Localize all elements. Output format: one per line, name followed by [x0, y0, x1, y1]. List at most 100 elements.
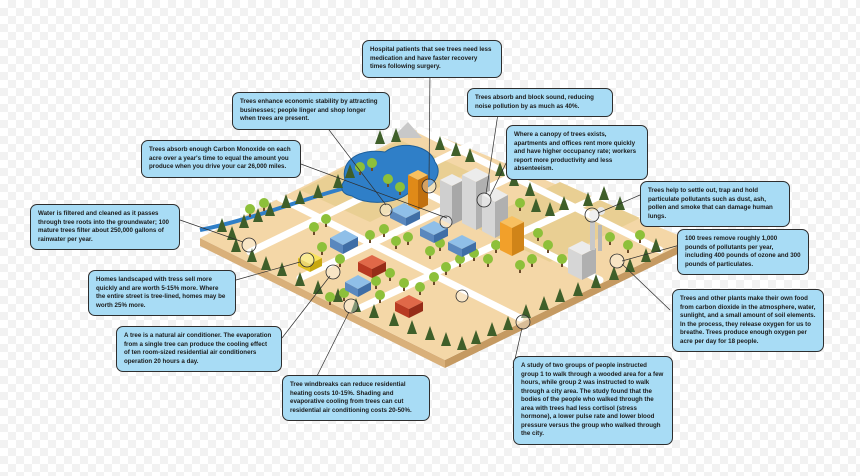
round-tree	[483, 254, 493, 264]
pine-tree	[531, 198, 541, 212]
pine-tree	[625, 258, 635, 272]
houses	[298, 203, 476, 318]
tower-gray	[482, 195, 495, 238]
house-blue	[448, 242, 462, 257]
pine-tree	[559, 196, 569, 210]
tree-trunk	[609, 240, 611, 245]
tree-trunk	[263, 206, 265, 211]
factory-chimney	[598, 225, 602, 251]
round-tree	[355, 162, 365, 172]
round-tree	[309, 222, 319, 232]
house-blue	[345, 282, 358, 297]
tree-trunk	[321, 250, 323, 255]
pine-tree	[573, 282, 583, 296]
round-tree	[379, 224, 389, 234]
river	[199, 186, 346, 232]
round-tree	[623, 240, 633, 250]
pine-tree	[375, 130, 385, 144]
round-tree	[415, 282, 425, 292]
pine-tree	[261, 256, 271, 270]
round-tree	[403, 232, 413, 242]
pine-tree	[495, 162, 505, 176]
round-tree	[367, 158, 377, 168]
pine-tree	[281, 194, 291, 208]
pine-tree	[333, 174, 343, 188]
tree-trunk	[379, 298, 381, 303]
house-blue	[330, 238, 343, 254]
round-tree	[557, 254, 567, 264]
pine-tree	[239, 214, 249, 228]
pine-tree	[651, 238, 661, 252]
pine-tree	[471, 330, 481, 344]
tree-trunk	[487, 262, 489, 267]
tree-trunk	[439, 246, 441, 251]
house-red	[372, 262, 386, 278]
callout-oxygen: Trees and other plants make their own fo…	[672, 289, 824, 353]
round-tree	[245, 204, 255, 214]
house-blue	[462, 242, 476, 257]
round-tree	[317, 242, 327, 252]
factory-chimney	[590, 220, 595, 250]
round-tree	[365, 230, 375, 240]
round-tree	[605, 232, 615, 242]
pine-tree	[231, 238, 241, 252]
pine-tree	[583, 192, 593, 206]
round-tree	[429, 272, 439, 282]
house-blue	[390, 210, 406, 226]
round-tree	[491, 240, 501, 250]
pine-tree	[591, 274, 601, 288]
round-tree	[395, 182, 405, 192]
pine-tree	[465, 148, 475, 162]
pine-tree	[391, 128, 401, 142]
pine-tree	[555, 288, 565, 302]
trees-group	[217, 128, 661, 350]
pine-tree	[247, 248, 257, 262]
tower-orange	[500, 222, 512, 256]
pine-tree	[351, 298, 361, 312]
round-tree	[533, 228, 543, 238]
tree-trunk	[325, 222, 327, 227]
pine-tree	[227, 226, 237, 240]
house-blue	[420, 228, 434, 243]
pine-tree	[369, 304, 379, 318]
round-tree	[259, 198, 269, 208]
callout-homes: Homes landscaped with tress sell more qu…	[88, 270, 236, 317]
tree-trunk	[473, 256, 475, 261]
callout-water: Water is filtered and cleaned as it pass…	[30, 204, 180, 251]
leader-lines	[179, 69, 681, 387]
pine-tree	[441, 332, 451, 346]
pine-tree	[599, 186, 609, 200]
house-yellow	[298, 258, 310, 272]
tree-trunk	[495, 248, 497, 253]
callout-hospital: Hospital patients that see trees need le…	[362, 40, 502, 78]
pine-tree	[451, 142, 461, 156]
pine-tree	[313, 184, 323, 198]
pine-tree	[539, 296, 549, 310]
callout-carbon-monoxide: Trees absorb enough Carbon Monoxide on e…	[141, 140, 301, 178]
pine-tree	[277, 262, 287, 276]
round-tree	[515, 260, 525, 270]
pine-tree	[609, 266, 619, 280]
tree-trunk	[369, 238, 371, 243]
house-blue	[330, 230, 358, 245]
callout-study: A study of two groups of people instruct…	[513, 356, 673, 445]
round-tree	[375, 290, 385, 300]
tree-trunk	[329, 300, 331, 305]
callout-windbreaks: Tree windbreaks can reduce residential h…	[282, 375, 430, 422]
house-red	[409, 302, 423, 318]
tree-trunk	[399, 190, 401, 195]
tree-trunk	[433, 280, 435, 285]
towers	[408, 168, 605, 280]
tree-trunk	[547, 248, 549, 253]
pine-tree	[425, 326, 435, 340]
pine-tree	[641, 248, 651, 262]
tree-trunk	[531, 262, 533, 267]
pine-tree	[345, 164, 355, 178]
tree-trunk	[445, 270, 447, 275]
house-red	[358, 262, 372, 278]
tree-trunk	[419, 290, 421, 295]
tree-trunk	[371, 166, 373, 171]
callout-air-conditioner: A tree is a natural air conditioner. The…	[116, 326, 282, 373]
tree-trunk	[339, 262, 341, 267]
tree-trunk	[387, 182, 389, 187]
